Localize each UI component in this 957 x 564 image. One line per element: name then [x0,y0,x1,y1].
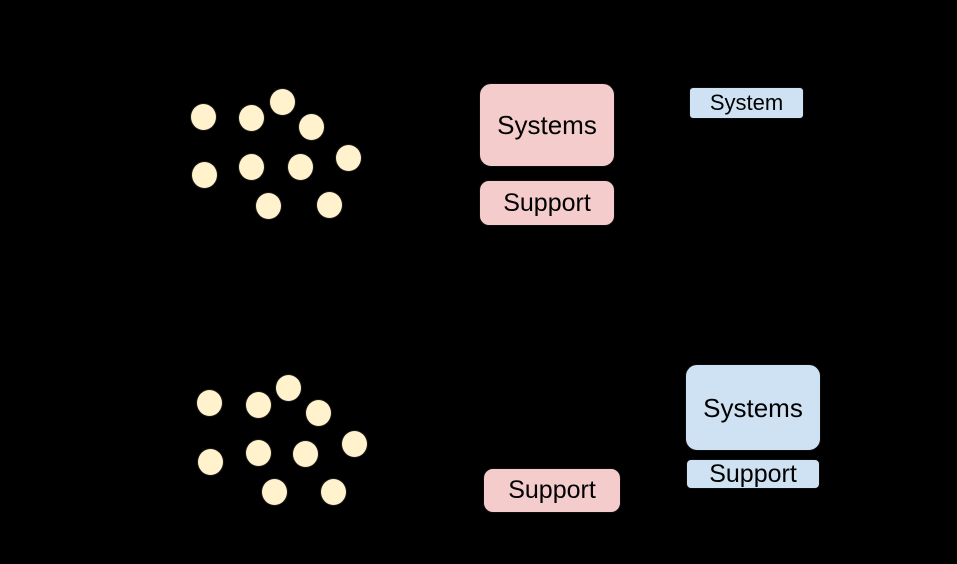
bottom-pink-support-box-label: Support [508,476,596,504]
cluster-dot [254,191,282,220]
bottom-blue-systems-box: Systems [685,364,821,451]
cluster-dot [195,388,223,417]
cluster-dot [334,143,362,172]
cluster-dot [268,87,296,116]
top-blue-system-box: System [689,87,804,119]
cluster-dot [340,429,368,458]
cluster-dot [190,160,218,189]
cluster-dot [315,190,343,219]
cluster-dot [237,103,265,132]
top-pink-systems-box-label: Systems [497,110,597,140]
cluster-dot [286,152,314,181]
bottom-blue-support-box: Support [686,459,820,489]
cluster-dot [319,477,347,506]
cluster-dot [304,398,332,427]
top-pink-support-box: Support [479,180,615,226]
cluster-dot [244,438,272,467]
cluster-dot [274,373,302,402]
top-blue-system-box-label: System [709,90,784,115]
top-pink-support-box-label: Support [503,188,591,217]
cluster-dot [189,102,217,131]
bottom-blue-systems-box-label: Systems [703,392,803,423]
bottom-pink-support-box: Support [483,468,621,513]
cluster-dot [244,390,272,419]
cluster-dot [297,112,325,141]
cluster-dot [260,477,288,506]
cluster-dot [237,152,265,181]
bottom-blue-support-box-label: Support [709,459,797,488]
top-pink-systems-box: Systems [479,83,615,167]
cluster-dot [196,447,224,476]
cluster-dot [291,439,319,468]
